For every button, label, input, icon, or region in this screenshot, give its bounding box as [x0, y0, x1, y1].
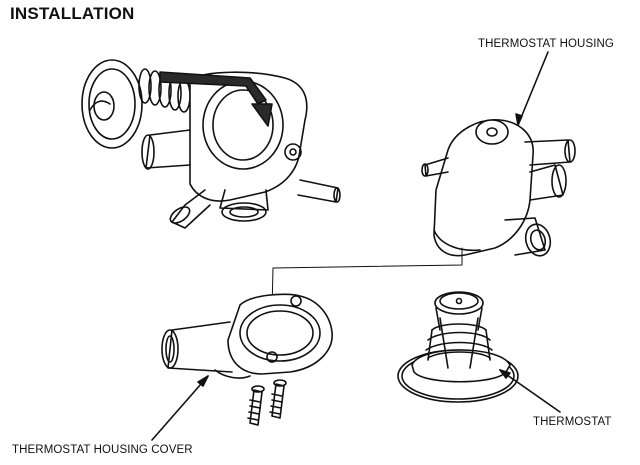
- thermostat-flange: [82, 60, 142, 148]
- cover-flange: [228, 294, 332, 374]
- page-title: INSTALLATION: [10, 4, 135, 23]
- thermostat-leader-line: [500, 370, 560, 412]
- housing-cover-illustration: [162, 294, 332, 425]
- thermostat-illustration: [398, 292, 518, 402]
- cover-bolts: [248, 380, 286, 425]
- thermostat-housing-label: THERMOSTAT HOUSING: [478, 38, 614, 50]
- assembly-illustration: [82, 60, 340, 228]
- thermostat-label: THERMOSTAT: [533, 416, 612, 428]
- cover-leader-line: [152, 376, 208, 440]
- thermostat-housing-cover-label: THERMOSTAT HOUSING COVER: [12, 444, 193, 456]
- thermostat-housing-illustration: [422, 120, 575, 259]
- housing-leader-line: [518, 52, 548, 125]
